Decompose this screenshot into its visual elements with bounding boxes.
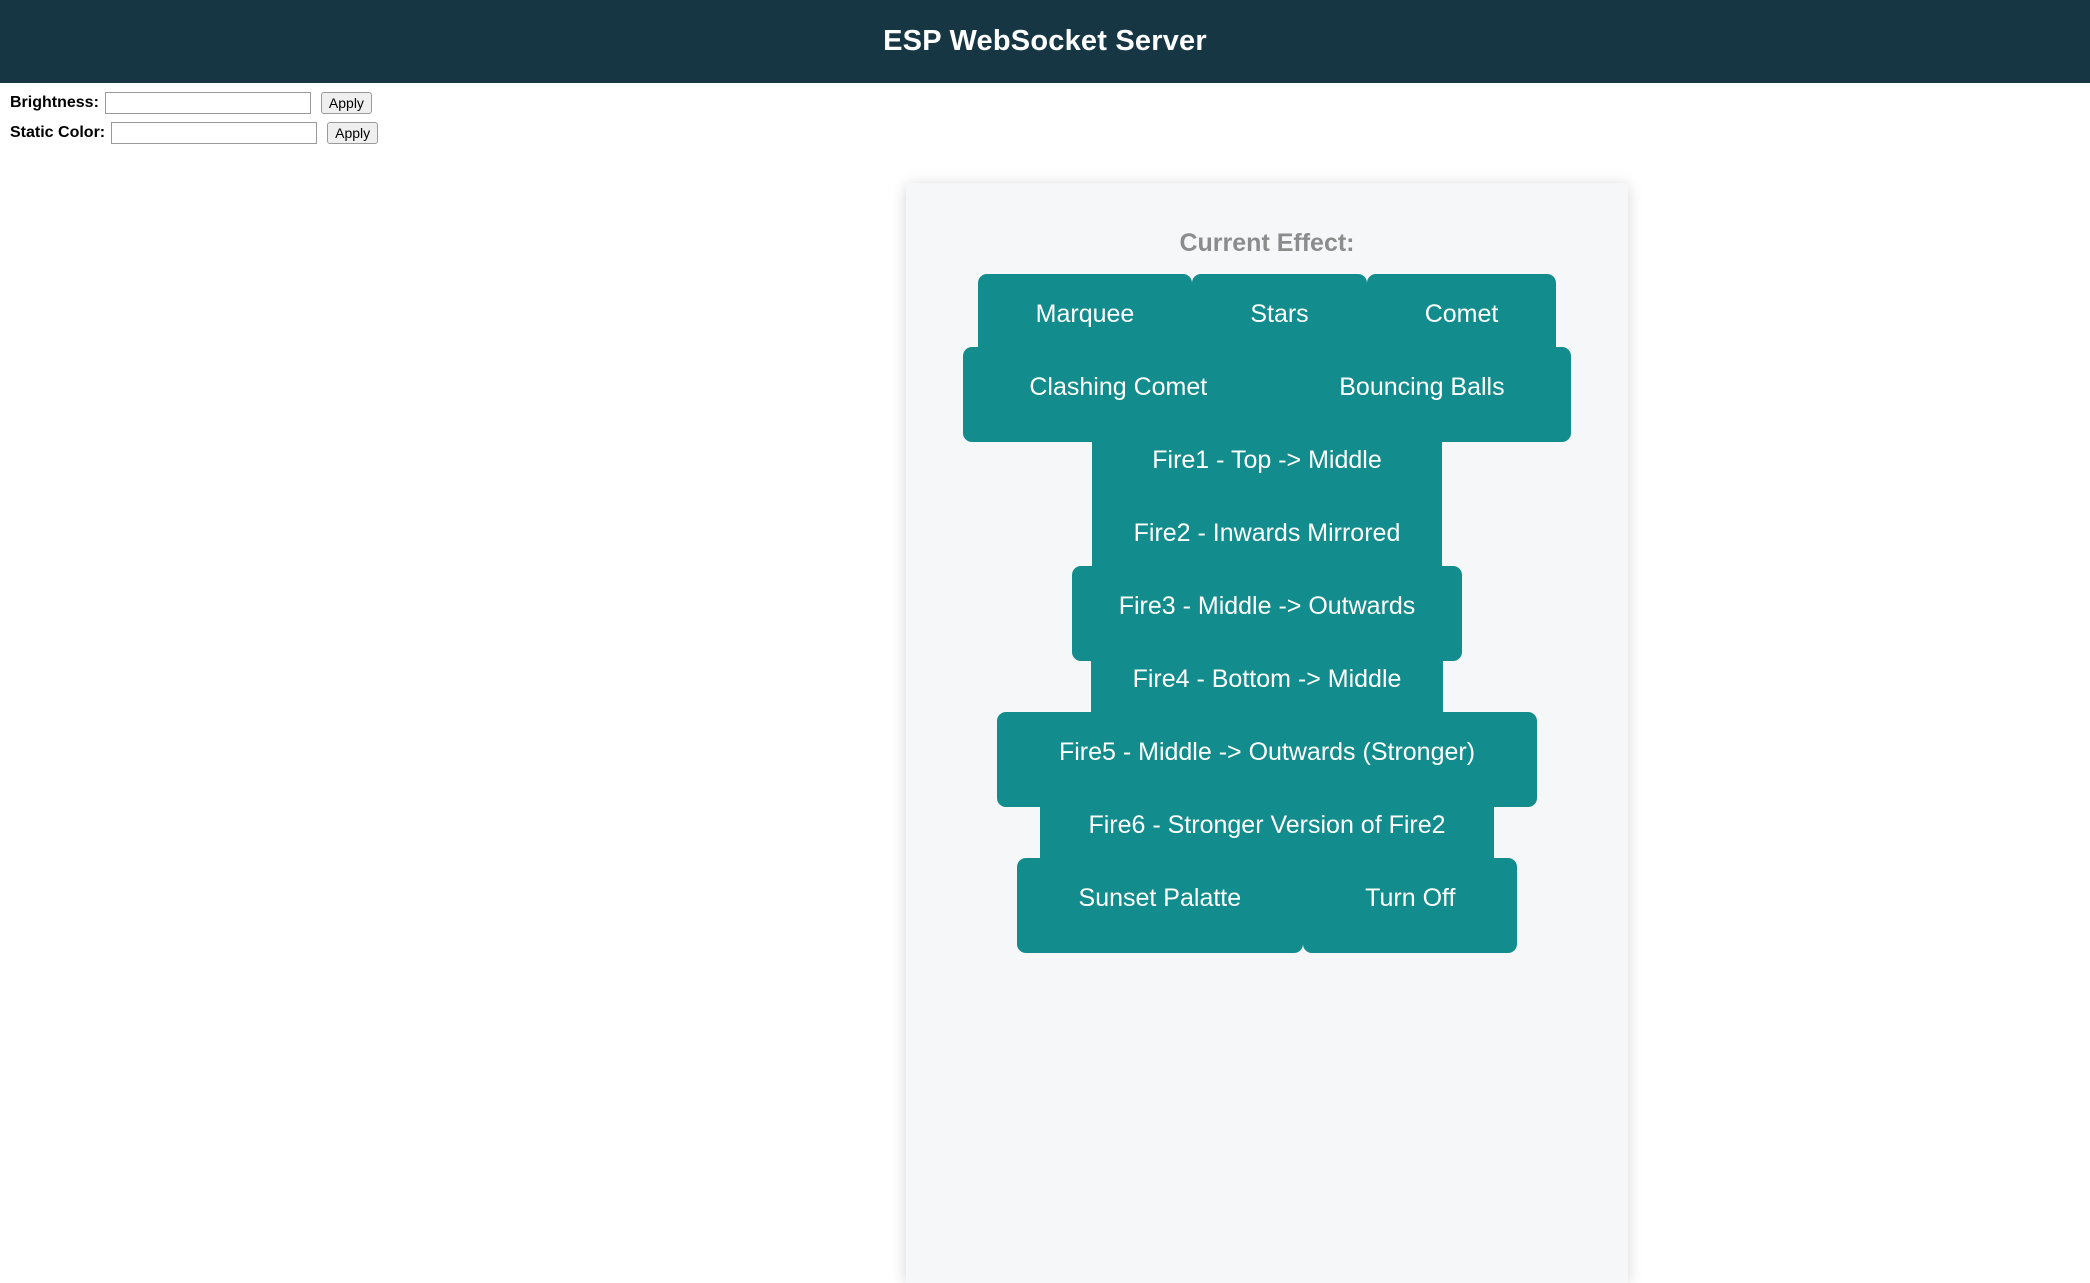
brightness-label: Brightness: (10, 93, 99, 111)
effect-button-turn-off[interactable]: Turn Off (1303, 858, 1518, 953)
static-color-label: Static Color: (10, 123, 106, 141)
effect-button-clashing-comet[interactable]: Clashing Comet (963, 347, 1274, 442)
current-effect-heading: Current Effect: (1179, 229, 1355, 257)
app-header: ESP WebSocket Server (0, 0, 2090, 83)
static-color-apply-button[interactable]: Apply (327, 121, 379, 144)
effect-button-grid: Marquee Stars Comet Clashing Comet Bounc… (906, 274, 1628, 953)
page-title: ESP WebSocket Server (883, 25, 1207, 57)
brightness-input[interactable] (104, 91, 311, 114)
controls-panel: Brightness: Apply Static Color: Apply (0, 83, 2090, 146)
static-color-control-row: Static Color: Apply (10, 119, 2090, 146)
effect-row: Sunset Palatte Turn Off (906, 858, 1628, 953)
effects-card-wrapper: Current Effect: Marquee Stars Comet Clas… (906, 183, 1628, 1283)
brightness-control-row: Brightness: Apply (10, 89, 2090, 116)
static-color-input[interactable] (111, 121, 318, 144)
brightness-apply-button[interactable]: Apply (320, 91, 372, 114)
effects-card: Current Effect: Marquee Stars Comet Clas… (906, 183, 1628, 1283)
effect-button-sunset-palatte[interactable]: Sunset Palatte (1016, 858, 1304, 953)
